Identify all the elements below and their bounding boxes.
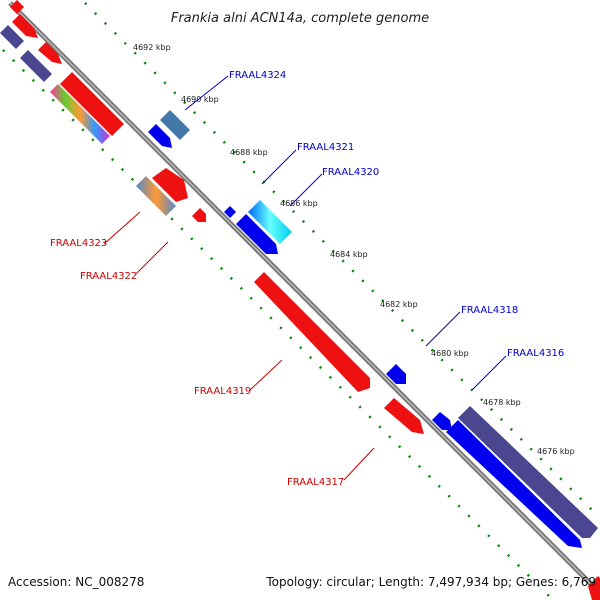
map-title: Frankia alni ACN14a, complete genome (171, 11, 429, 26)
gene-feature-red[interactable] (254, 272, 370, 392)
gene-feature-orange[interactable] (136, 176, 176, 216)
leader-line (471, 355, 507, 391)
leader-line (135, 241, 169, 275)
gene-feature-blue[interactable] (432, 412, 452, 430)
tick-line-upper (84, 2, 599, 517)
gene-feature-purple[interactable] (458, 406, 598, 538)
tick-label: 4682 kbp (380, 300, 418, 309)
gene-feature-red[interactable] (192, 208, 206, 222)
accession-text: Accession: NC_008278 (8, 575, 144, 589)
leader-line (343, 447, 375, 481)
gene-feature-blue[interactable] (386, 364, 406, 384)
gene-label-fraal4321[interactable]: FRAAL4321 (297, 142, 354, 153)
forward-gene-labels: FRAAL4324 FRAAL4321 FRAAL4320 FRAAL4318 … (184, 70, 564, 391)
gene-feature-red[interactable] (60, 72, 124, 136)
gene-feature-multicolor[interactable] (50, 84, 110, 144)
tick-label: 4688 kbp (230, 148, 268, 157)
tick-label: 4686 kbp (280, 199, 318, 208)
tick-label: 4690 kbp (181, 95, 219, 104)
gene-feature-steelblue[interactable] (160, 110, 190, 140)
gene-label-fraal4318[interactable]: FRAAL4318 (461, 305, 518, 316)
gene-feature-red[interactable] (9, 0, 25, 15)
leader-line (289, 173, 323, 207)
gene-feature-red[interactable] (38, 42, 62, 64)
gene-label-fraal4323[interactable]: FRAAL4323 (50, 238, 107, 249)
reverse-gene-labels: FRAAL4323 FRAAL4322 FRAAL4319 FRAAL4317 (50, 211, 375, 488)
tick-label: 4684 kbp (330, 250, 368, 259)
gene-label-fraal4316[interactable]: FRAAL4316 (507, 348, 564, 359)
topology-text: Topology: circular; Length: 7,497,934 bp… (265, 575, 596, 589)
gene-features-upper-left (0, 0, 124, 144)
gene-label-fraal4324[interactable]: FRAAL4324 (229, 70, 286, 81)
tick-labels: 4692 kbp 4690 kbp 4688 kbp 4686 kbp 4684… (133, 43, 575, 456)
tick-label: 4680 kbp (431, 349, 469, 358)
gene-feature-blue[interactable] (446, 420, 582, 548)
gene-feature-purple[interactable] (20, 50, 52, 82)
gene-feature-cyan[interactable] (248, 200, 292, 244)
gene-label-fraal4320[interactable]: FRAAL4320 (322, 167, 379, 178)
tick-label: 4692 kbp (133, 43, 171, 52)
gene-feature-red[interactable] (12, 14, 38, 38)
gene-label-fraal4319[interactable]: FRAAL4319 (194, 386, 251, 397)
tick-line-lower (2, 49, 551, 598)
leader-line (249, 359, 283, 391)
gene-feature-blue[interactable] (224, 206, 236, 218)
leader-line (425, 311, 461, 347)
gene-feature-red[interactable] (588, 576, 600, 600)
gene-feature-blue[interactable] (236, 214, 278, 254)
leader-line (184, 75, 229, 111)
leader-line (261, 149, 297, 185)
gene-feature-red[interactable] (384, 398, 424, 434)
gene-features-forward (148, 110, 598, 548)
gene-feature-purple[interactable] (0, 25, 24, 49)
backbone-highlight (9, 2, 600, 594)
gene-label-fraal4317[interactable]: FRAAL4317 (287, 477, 344, 488)
gene-label-fraal4322[interactable]: FRAAL4322 (80, 271, 137, 282)
gene-feature-blue[interactable] (148, 124, 172, 148)
tick-label: 4676 kbp (537, 447, 575, 456)
gene-features-reverse (136, 168, 600, 600)
gene-feature-red[interactable] (152, 168, 188, 202)
tick-label: 4678 kbp (483, 398, 521, 407)
leader-line (103, 211, 141, 245)
